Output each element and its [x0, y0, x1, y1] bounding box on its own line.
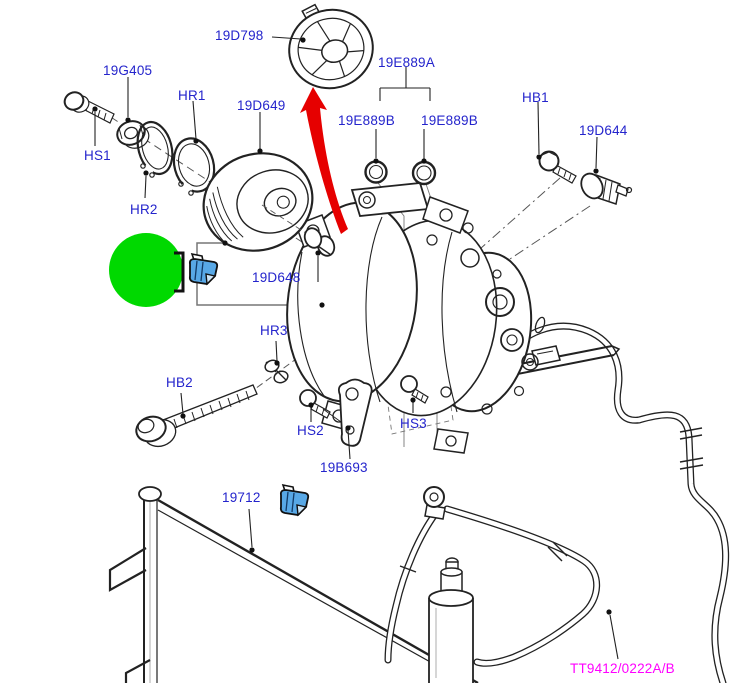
- pulley-19d649: [202, 152, 314, 252]
- condenser: [108, 486, 479, 683]
- hose-eyelet-connector: [423, 486, 446, 520]
- o-ring-19e889b-right: [411, 160, 437, 186]
- part-label-hs2[interactable]: HS2: [297, 423, 324, 438]
- part-label-19e889b-right[interactable]: 19E889B: [421, 113, 478, 128]
- part-label-hb2[interactable]: HB2: [166, 375, 193, 390]
- bracket-19b693: [337, 378, 373, 447]
- part-label-hs1[interactable]: HS1: [84, 148, 111, 163]
- highlight-bracket: [174, 251, 185, 293]
- part-label-19712[interactable]: 19712: [222, 490, 261, 505]
- reference-label-tt9412: TT9412/0222A/B: [570, 661, 675, 676]
- nut-19g405: [116, 120, 150, 149]
- o-ring-19e889b-left: [364, 160, 388, 184]
- receiver-drier: [428, 557, 474, 683]
- bushing-19d648: [303, 227, 336, 257]
- part-label-19d648[interactable]: 19D648: [252, 270, 301, 285]
- bolt-hs1: [63, 91, 115, 124]
- part-label-hr1[interactable]: HR1: [178, 88, 206, 103]
- highlight-circle[interactable]: [109, 233, 183, 307]
- part-label-hr3[interactable]: HR3: [260, 323, 288, 338]
- clip-icon[interactable]: [279, 483, 310, 517]
- part-label-19d649[interactable]: 19D649: [237, 98, 286, 113]
- part-label-19e889b-left[interactable]: 19E889B: [338, 113, 395, 128]
- snap-ring-hr1: [172, 137, 216, 196]
- part-label-hs3[interactable]: HS3: [400, 416, 427, 431]
- part-label-19e889a[interactable]: 19E889A: [378, 55, 435, 70]
- part-label-hr2[interactable]: HR2: [130, 202, 158, 217]
- leader-lines: [94, 36, 619, 660]
- spacer-hr3: [264, 359, 289, 384]
- bolt-hs2: [299, 389, 349, 428]
- bolt-hb2: [135, 384, 258, 448]
- fan-disc-19d798: [288, 3, 374, 90]
- pressure-switch-19d644: [580, 172, 633, 205]
- part-label-19d798[interactable]: 19D798: [215, 28, 264, 43]
- compressor: [286, 182, 539, 454]
- part-label-19g405[interactable]: 19G405: [103, 63, 153, 78]
- part-label-hb1[interactable]: HB1: [522, 90, 549, 105]
- direction-arrow-up: [300, 87, 348, 234]
- refrigerant-hoses: [384, 316, 730, 683]
- bolt-hs3: [400, 375, 429, 404]
- part-label-19b693[interactable]: 19B693: [320, 460, 368, 475]
- part-label-19d644[interactable]: 19D644: [579, 123, 628, 138]
- clip-icon[interactable]: [188, 252, 219, 286]
- bolt-hb1: [538, 150, 577, 184]
- leader-dots: [92, 37, 612, 615]
